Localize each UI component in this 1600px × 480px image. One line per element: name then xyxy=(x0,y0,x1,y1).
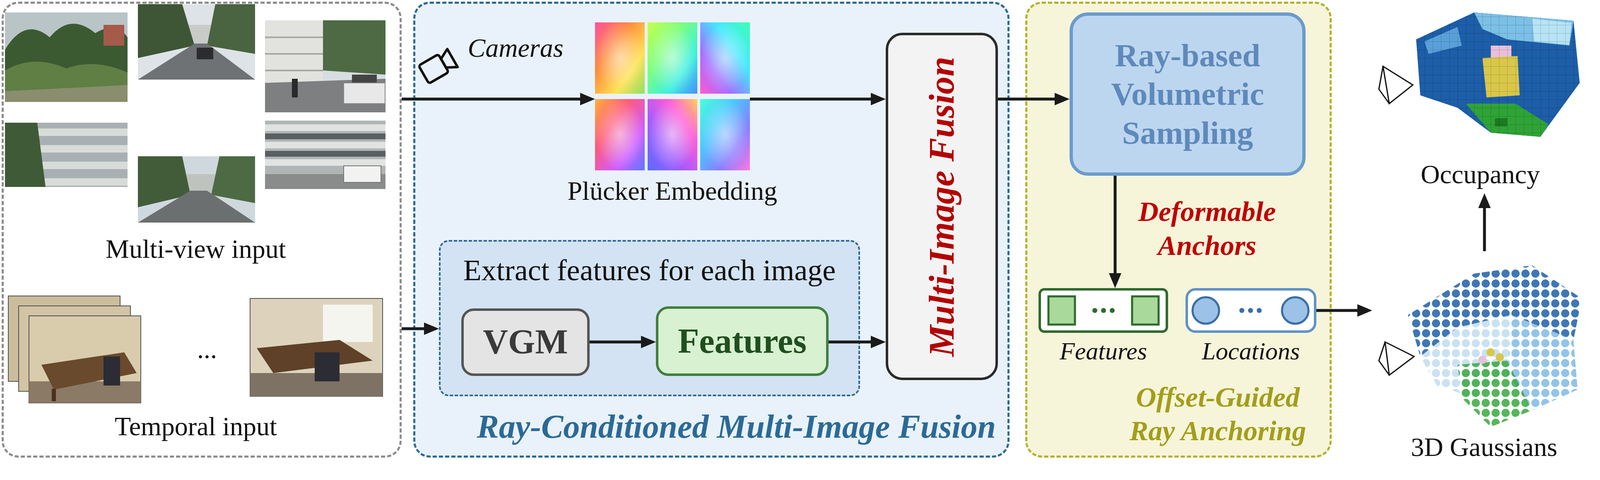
fusion-panel-text: Ray-Conditioned Multi-Image Fusion xyxy=(476,406,996,446)
gaussians-figure: 3D Gaussians xyxy=(1372,250,1596,463)
anchor-locations-text: Locations xyxy=(1202,335,1301,366)
input-panel-text: Multi-view input xyxy=(105,233,287,266)
edge-label: Cameras xyxy=(467,32,564,65)
plucker-embedding-text: Plücker Embedding xyxy=(567,175,778,208)
text-holder: Occupancy xyxy=(1420,158,1540,191)
voxel-region xyxy=(1465,103,1549,137)
anchor-features-text: Features xyxy=(1059,335,1147,366)
text-holder: Ray-Conditioned Multi-Image Fusion xyxy=(476,406,996,446)
gaussian-splats xyxy=(1378,265,1582,427)
text-holder: Ray-based Volumetric Sampling xyxy=(1082,36,1293,153)
text-holder: Temporal input xyxy=(114,410,278,443)
fusion-box: Multi-Image Fusion xyxy=(885,32,998,380)
splat-region xyxy=(1507,314,1578,410)
text-holder: VGM xyxy=(482,320,568,363)
camera-frustum xyxy=(1378,341,1415,375)
splat-region xyxy=(1457,360,1533,427)
edge-label-holder: Cameras xyxy=(467,32,564,65)
text-holder: 3D Gaussians xyxy=(1410,431,1558,463)
text-holder: Plücker Embedding xyxy=(567,175,778,208)
voxel-region xyxy=(1424,26,1462,54)
voxel-region xyxy=(1474,12,1574,46)
text-holder: Features xyxy=(1059,335,1147,366)
label-holder: ... xyxy=(197,333,217,366)
text-holder: Extract features for each image xyxy=(463,252,836,288)
occupancy-figure-text: Occupancy xyxy=(1420,158,1540,191)
splat xyxy=(1495,352,1504,362)
voxel-grid xyxy=(1416,12,1580,137)
occupancy-figure: Occupancy xyxy=(1366,3,1595,193)
text-holder: Features xyxy=(677,320,807,362)
camera-frustum xyxy=(1378,66,1413,104)
feature-group-text: Extract features for each image xyxy=(463,252,836,288)
plucker-embedding: Plücker Embedding xyxy=(595,22,750,171)
voxel-region xyxy=(1494,118,1508,127)
ellipsis-label: ... xyxy=(197,333,217,366)
input-panel-text: Temporal input xyxy=(114,410,278,443)
text-holder: Locations xyxy=(1202,335,1301,366)
voxel-region xyxy=(1482,55,1520,98)
vgm-box-text: VGM xyxy=(482,320,568,363)
splat-region xyxy=(1420,314,1512,398)
fusion-box-text: Multi-Image Fusion xyxy=(920,56,964,357)
splat xyxy=(1486,347,1495,357)
feature-group: Extract features for each imageVGM Featur… xyxy=(438,239,861,396)
voxel-region xyxy=(1490,45,1512,61)
edge-label-holder: Deformable Anchors xyxy=(1120,194,1294,263)
sampling-box: Ray-based Volumetric Sampling xyxy=(1069,12,1306,176)
features-box-text: Features xyxy=(677,320,807,362)
voxel-region xyxy=(1416,12,1580,137)
text-holder: Offset-Guided Ray Anchoring xyxy=(1114,380,1322,448)
splat-region xyxy=(1407,265,1582,357)
fusion-panel: Ray-Conditioned Multi-Image Fusion Plücke… xyxy=(413,1,1010,458)
text-holder: Multi-view input xyxy=(105,233,287,266)
gaussians-figure-text: 3D Gaussians xyxy=(1410,431,1558,463)
splat xyxy=(1478,355,1487,364)
flow-arrow xyxy=(1483,202,1487,251)
sampling-box-text: Ray-based Volumetric Sampling xyxy=(1082,36,1293,153)
anchoring-panel-text: Offset-Guided Ray Anchoring xyxy=(1114,380,1322,448)
input-panel: Multi-view inputTemporal input xyxy=(1,1,402,458)
features-box: Features xyxy=(655,306,829,376)
occupancy-voxels xyxy=(1378,12,1580,137)
anchor-locations: Locations xyxy=(1185,287,1317,333)
voxel-region xyxy=(1532,18,1572,45)
edge-label: Deformable Anchors xyxy=(1120,194,1294,263)
anchor-features: Features xyxy=(1038,287,1169,333)
vgm-box: VGM xyxy=(461,308,590,376)
